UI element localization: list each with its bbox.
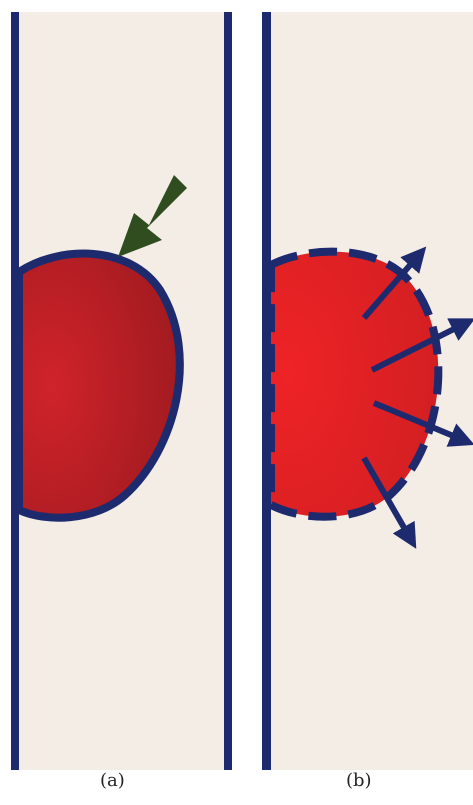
panel-b-label: (b) — [346, 770, 372, 791]
panel-a-label: (a) — [100, 770, 125, 791]
panel-a-right-wall — [224, 12, 232, 770]
panel-b — [262, 12, 473, 770]
panel-a — [11, 12, 232, 770]
